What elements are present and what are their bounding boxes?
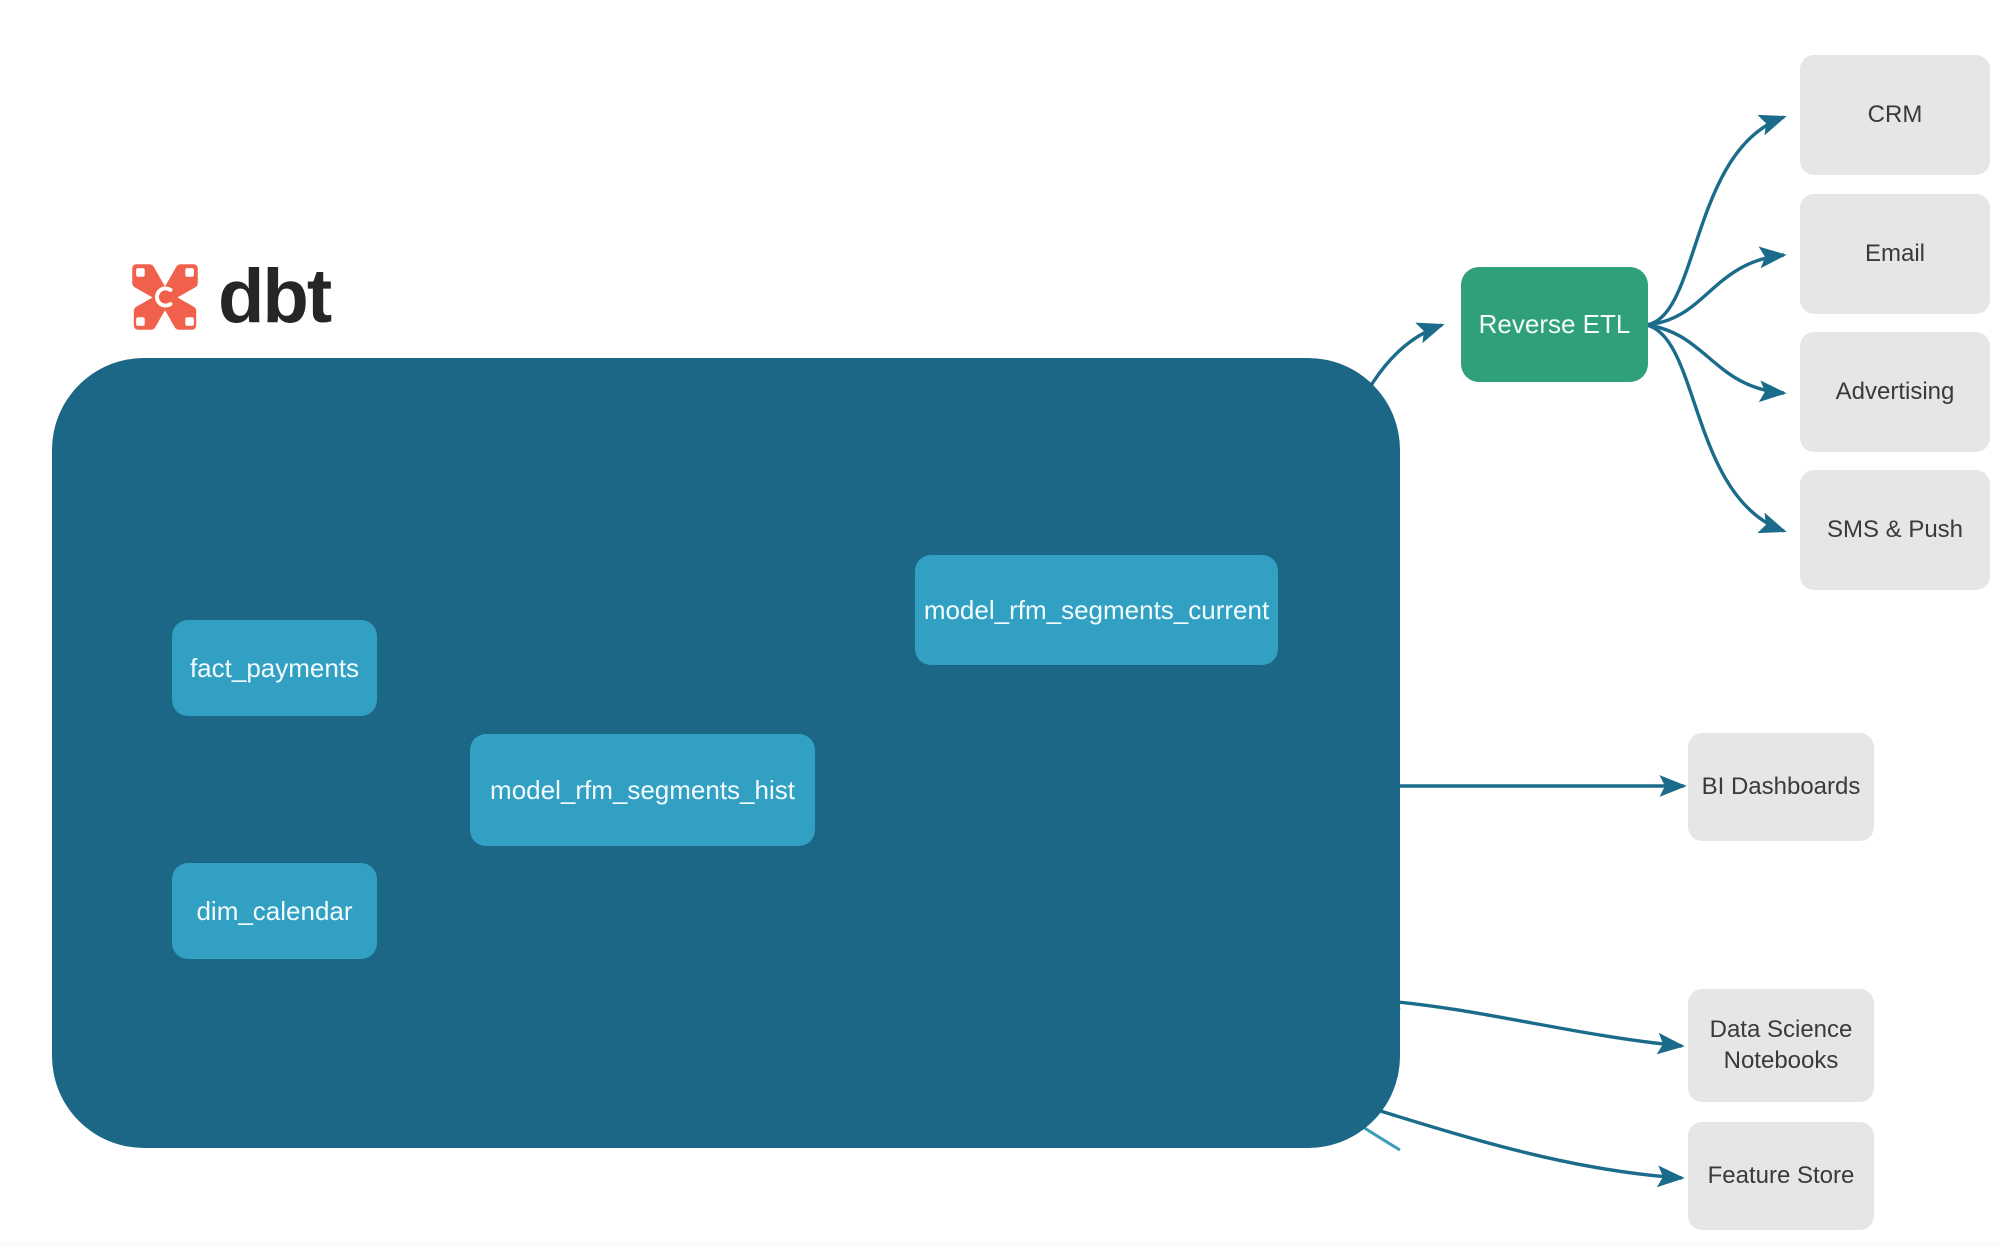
reverse-etl-node[interactable]: Reverse ETL — [1461, 267, 1648, 382]
model-node-rfm-segments-current[interactable]: model_rfm_segments_current — [915, 555, 1278, 665]
channel-label: CRM — [1867, 100, 1923, 128]
consumer-label-line1: Data Science — [1709, 1015, 1853, 1043]
model-node-dim-calendar[interactable]: dim_calendar — [172, 863, 377, 959]
channel-label: Advertising — [1835, 377, 1955, 405]
model-node-rfm-segments-hist[interactable]: model_rfm_segments_hist — [470, 734, 815, 846]
dbt-brand-lockup: dbt — [126, 254, 332, 339]
channel-node-crm[interactable]: CRM — [1800, 55, 1990, 175]
channel-node-email[interactable]: Email — [1800, 194, 1990, 314]
model-node-label: fact_payments — [189, 652, 360, 683]
edge-reverse-etl-to-email — [1645, 246, 1787, 327]
consumer-node-data-science-notebooks[interactable]: Data Science Notebooks — [1688, 989, 1874, 1102]
consumer-node-bi-dashboards[interactable]: BI Dashboards — [1688, 733, 1874, 841]
edge-to-feature-store — [1337, 1096, 1685, 1188]
channel-node-sms-push[interactable]: SMS & Push — [1800, 470, 1990, 590]
dbt-logo-icon — [132, 264, 198, 330]
model-node-fact-payments[interactable]: fact_payments — [172, 620, 377, 716]
consumer-label-line2: Notebooks — [1723, 1046, 1839, 1074]
edge-reverse-etl-to-sms-push — [1645, 323, 1787, 534]
channel-label: Email — [1864, 239, 1925, 267]
bottom-edge-hairline — [0, 1242, 2000, 1246]
model-node-label: model_rfm_segments_hist — [490, 774, 795, 805]
channel-label: SMS & Push — [1826, 515, 1964, 543]
channel-node-advertising[interactable]: Advertising — [1800, 332, 1990, 452]
model-node-label: model_rfm_segments_current — [923, 594, 1270, 625]
consumer-node-feature-store[interactable]: Feature Store — [1688, 1122, 1874, 1230]
consumer-label: Feature Store — [1707, 1161, 1855, 1189]
edge-reverse-etl-to-advertising — [1645, 323, 1787, 403]
consumer-label: BI Dashboards — [1701, 772, 1861, 800]
edge-to-data-science-notebooks — [1374, 998, 1685, 1055]
reverse-etl-label: Reverse ETL — [1478, 309, 1631, 339]
edge-reverse-etl-to-crm — [1645, 114, 1787, 327]
model-node-label: dim_calendar — [196, 895, 353, 926]
dbt-wordmark: dbt — [218, 254, 332, 339]
